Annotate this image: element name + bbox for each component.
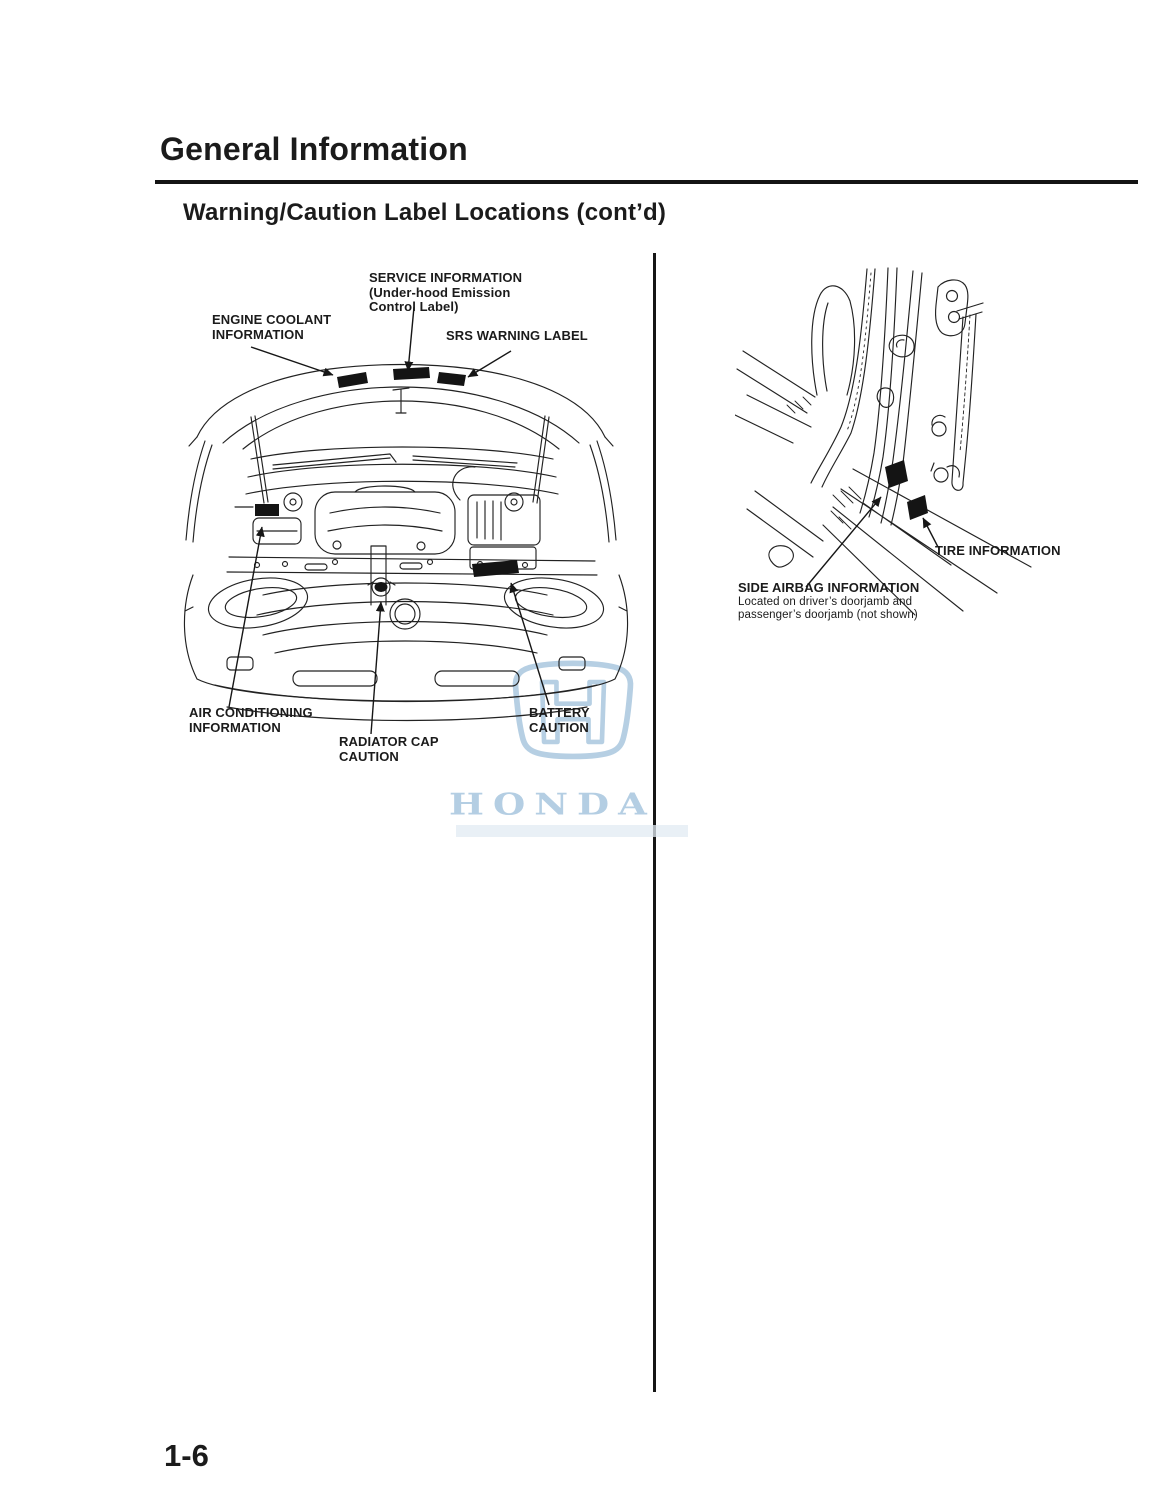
callout-line: CAUTION — [339, 748, 399, 764]
hood-label-patches — [255, 367, 519, 592]
doorjamb-illustration — [735, 267, 1032, 616]
engine-bay-illustration — [183, 306, 629, 735]
callout-line: INFORMATION — [189, 719, 281, 735]
honda-h-logo-watermark-icon — [512, 660, 634, 760]
service-info-label-patch — [393, 367, 430, 380]
callout-line: SRS WARNING LABEL — [446, 328, 588, 343]
callout-tire-information: TIRE INFORMATION — [935, 543, 1061, 559]
callout-leaders — [228, 306, 550, 735]
page-number: 1-6 — [164, 1438, 209, 1473]
page-title: General Information — [160, 131, 468, 167]
engine-coolant-label-patch — [337, 372, 368, 388]
callout-line: TIRE INFORMATION — [935, 543, 1061, 558]
callout-battery: BATTERY CAUTION — [529, 705, 590, 735]
callout-line: passenger’s doorjamb (not shown) — [738, 609, 918, 621]
callout-air-conditioning: AIR CONDITIONING INFORMATION — [189, 705, 313, 735]
callout-line: INFORMATION — [212, 326, 304, 342]
callout-line: CAUTION — [529, 719, 589, 735]
callout-radiator-cap: RADIATOR CAP CAUTION — [339, 734, 439, 764]
callout-side-airbag: SIDE AIRBAG INFORMATION Located on drive… — [738, 580, 920, 623]
callout-leaders — [805, 496, 939, 588]
callout-line: BATTERY — [529, 705, 590, 720]
callout-engine-coolant: ENGINE COOLANT INFORMATION — [212, 312, 332, 342]
honda-watermark-text: HONDA — [449, 786, 656, 823]
callout-line: Located on driver’s doorjamb and — [738, 595, 913, 608]
callout-line: ENGINE COOLANT — [212, 312, 332, 327]
callout-line: AIR CONDITIONING — [189, 705, 313, 720]
callout-line: SERVICE INFORMATION — [369, 270, 523, 285]
callout-srs-warning: SRS WARNING LABEL — [446, 328, 588, 344]
callout-line: Control Label) — [369, 299, 459, 314]
watermark-band — [456, 825, 688, 837]
callout-line: RADIATOR CAP — [339, 734, 439, 749]
battery-label-patch — [472, 560, 519, 577]
callout-subtext: Located on driver’s doorjamb and passeng… — [738, 596, 919, 623]
ac-label-patch — [255, 504, 279, 516]
radiator-cap-patch — [374, 582, 388, 592]
column-divider — [653, 253, 656, 1392]
tire-label-patch — [907, 495, 928, 520]
callout-service-information: SERVICE INFORMATION (Under-hood Emission… — [369, 270, 523, 315]
callout-line: (Under-hood Emission — [369, 284, 511, 300]
callout-line: SIDE AIRBAG INFORMATION — [738, 580, 920, 595]
section-title: Warning/Caution Label Locations (cont’d) — [183, 199, 667, 226]
srs-label-patch — [437, 372, 466, 386]
header-rule — [155, 180, 1138, 184]
side-airbag-label-patch — [885, 460, 908, 488]
